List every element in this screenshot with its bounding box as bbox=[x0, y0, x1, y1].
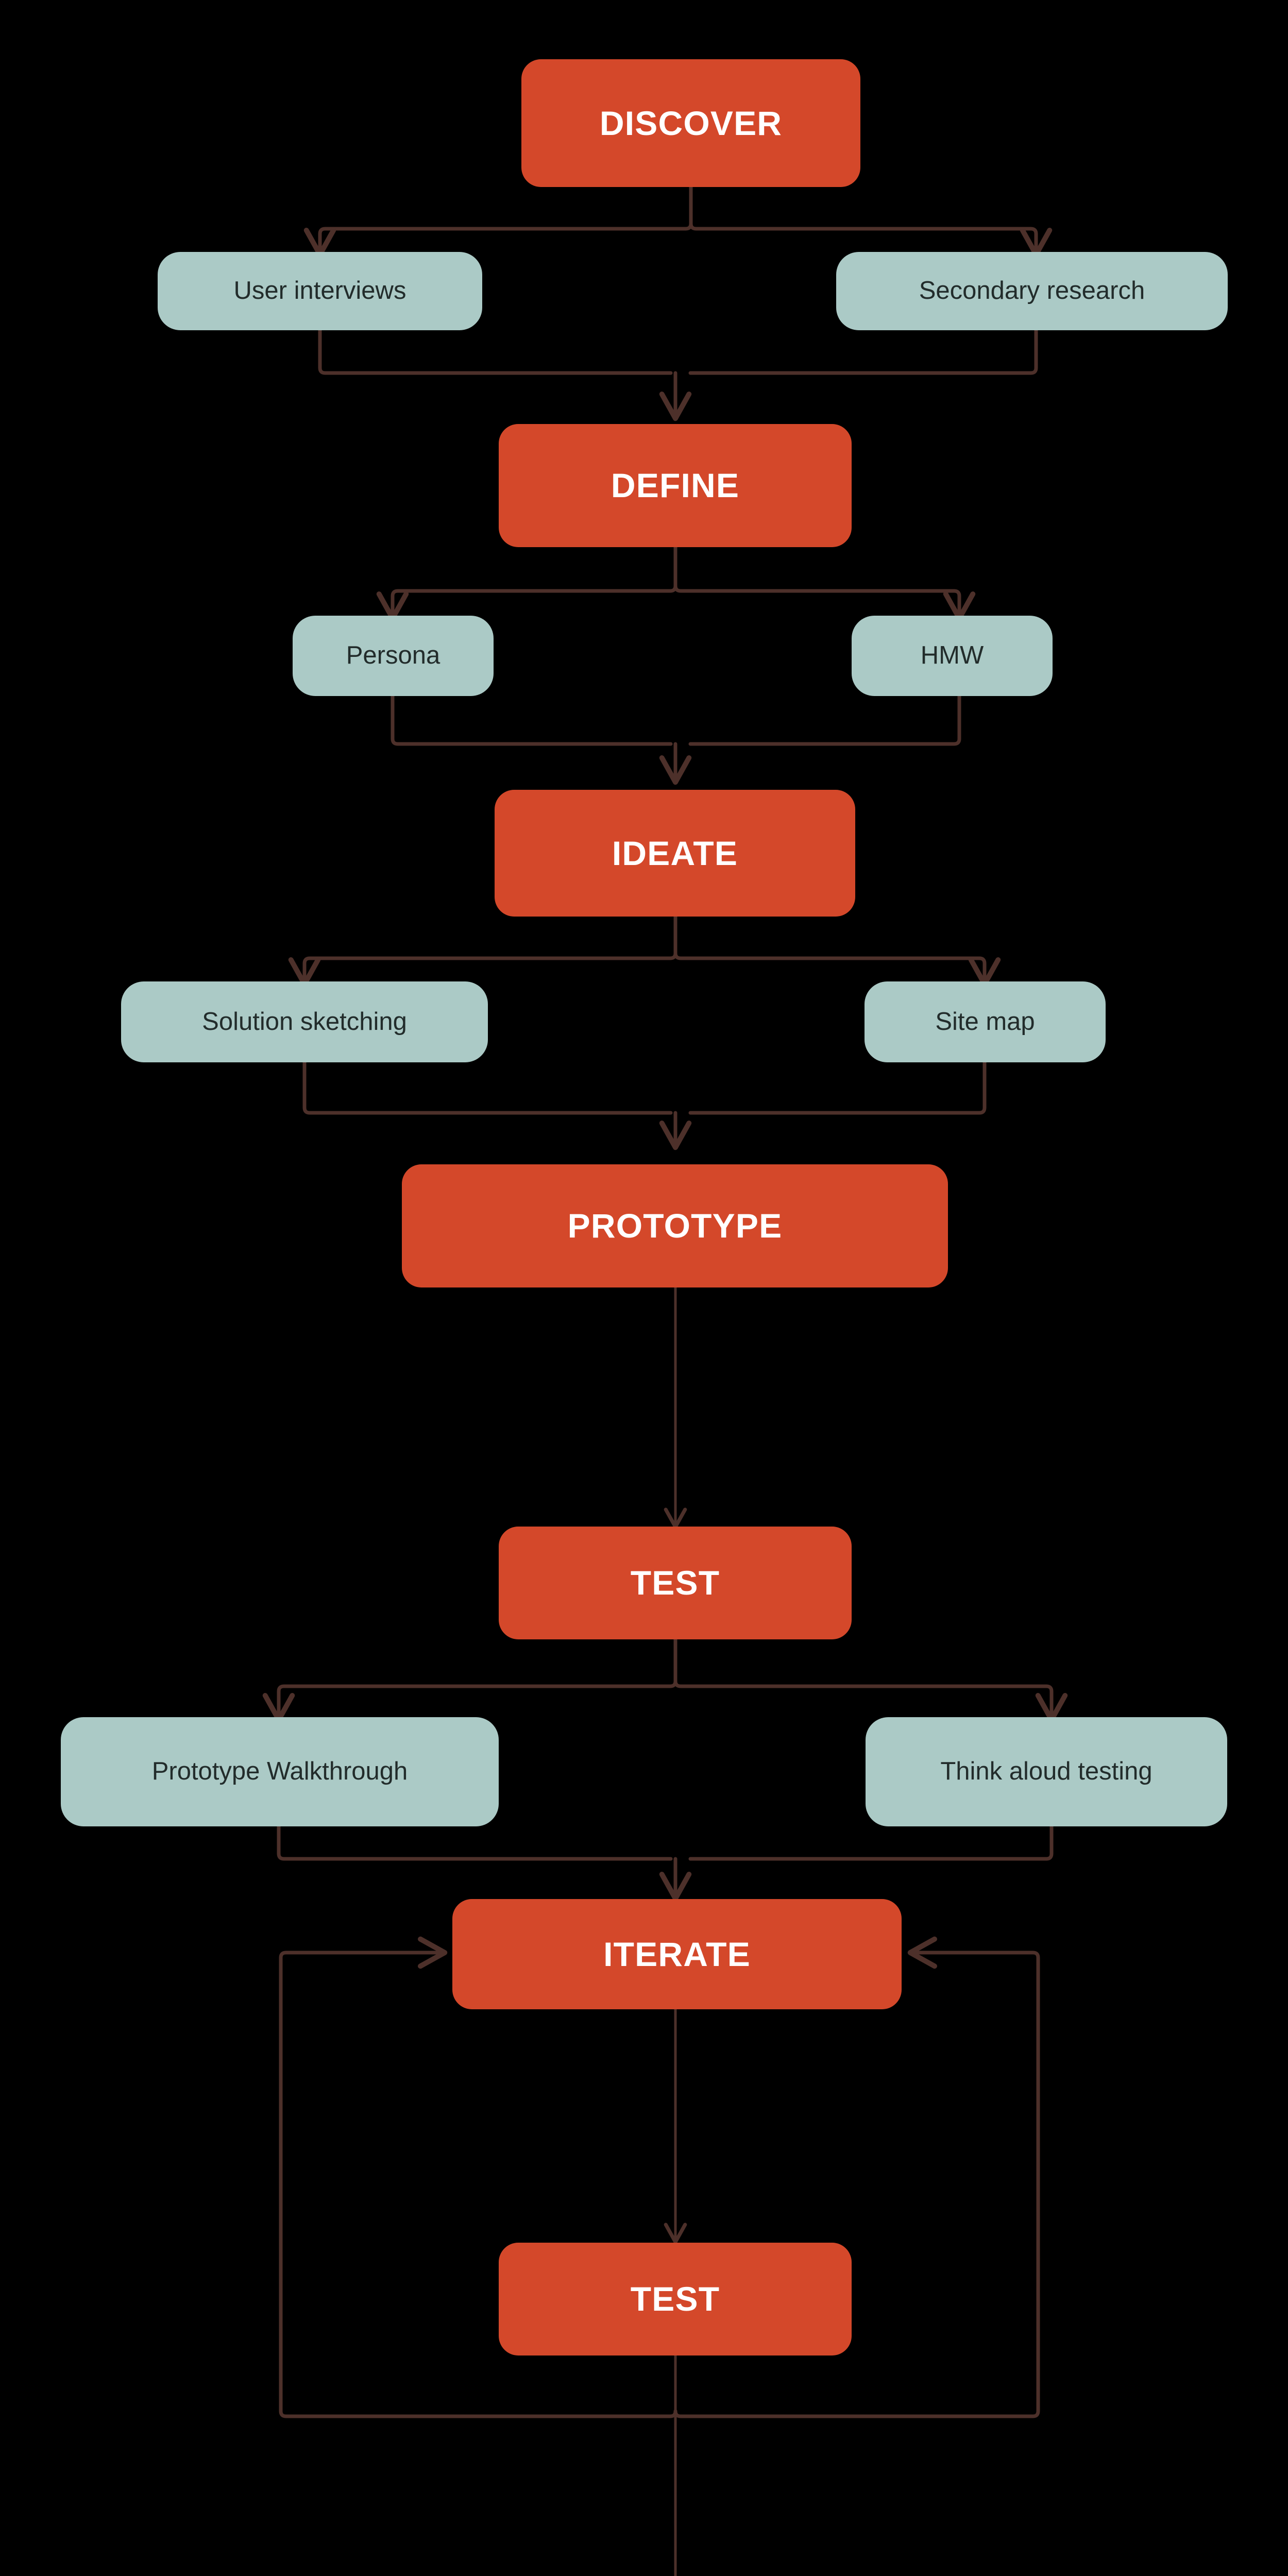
connector-ideate-to-site-map bbox=[673, 941, 1001, 987]
node-iterate[interactable]: ITERATE bbox=[452, 1899, 902, 2009]
node-test-1[interactable]: TEST bbox=[499, 1527, 852, 1639]
node-discover-label: DISCOVER bbox=[599, 104, 783, 142]
connector-think-aloud-testing-to-iterate bbox=[688, 1824, 1054, 1861]
node-solution-sketching[interactable]: Solution sketching bbox=[121, 981, 488, 1062]
node-define[interactable]: DEFINE bbox=[499, 424, 852, 547]
node-user-interviews[interactable]: User interviews bbox=[158, 252, 482, 330]
node-solution-sketching-label: Solution sketching bbox=[202, 1007, 407, 1036]
connector-user-interviews-to-define bbox=[318, 328, 673, 375]
connector-secondary-research-to-define bbox=[688, 328, 1038, 375]
node-secondary-research-label: Secondary research bbox=[919, 277, 1145, 305]
node-think-aloud-testing[interactable]: Think aloud testing bbox=[866, 1717, 1227, 1826]
connector-solution-sketching-to-prototype bbox=[302, 1060, 673, 1115]
connector-ideate-to-solution-sketching bbox=[288, 941, 677, 987]
node-hmw[interactable]: HMW bbox=[852, 616, 1053, 696]
node-prototype-walkthrough-label: Prototype Walkthrough bbox=[151, 1757, 408, 1786]
node-prototype-walkthrough[interactable]: Prototype Walkthrough bbox=[61, 1717, 499, 1826]
connector-site-map-to-prototype bbox=[688, 1060, 987, 1115]
node-secondary-research[interactable]: Secondary research bbox=[836, 252, 1228, 330]
connector-discover-to-user-interviews bbox=[303, 211, 693, 258]
node-test-2-label: TEST bbox=[630, 2280, 720, 2318]
node-define-label: DEFINE bbox=[611, 466, 740, 505]
node-prototype-label: PROTOTYPE bbox=[567, 1207, 783, 1245]
node-ideate-label: IDEATE bbox=[612, 834, 738, 872]
connector-define-to-persona bbox=[376, 573, 677, 621]
connector-persona-to-ideate bbox=[391, 694, 673, 746]
connector-test-to-prototype-walkthrough bbox=[262, 1669, 677, 1723]
node-think-aloud-testing-label: Think aloud testing bbox=[940, 1757, 1153, 1786]
node-discover[interactable]: DISCOVER bbox=[521, 59, 860, 187]
node-test-2[interactable]: TEST bbox=[499, 2243, 852, 2355]
node-site-map[interactable]: Site map bbox=[865, 981, 1106, 1062]
node-persona[interactable]: Persona bbox=[293, 616, 494, 696]
connector-hmw-to-ideate bbox=[688, 694, 961, 746]
node-ideate[interactable]: IDEATE bbox=[495, 790, 855, 917]
node-persona-label: Persona bbox=[346, 641, 440, 670]
connector-prototype-walkthrough-to-iterate bbox=[277, 1824, 673, 1861]
node-user-interviews-label: User interviews bbox=[233, 277, 406, 305]
connector-define-to-hmw bbox=[673, 573, 976, 621]
connector-test-to-think-aloud-testing bbox=[673, 1669, 1068, 1723]
node-site-map-label: Site map bbox=[935, 1007, 1035, 1036]
node-hmw-label: HMW bbox=[920, 641, 984, 670]
connector-discover-to-secondary-research bbox=[689, 211, 1053, 258]
node-iterate-label: ITERATE bbox=[603, 1935, 751, 1973]
node-test-1-label: TEST bbox=[630, 1564, 720, 1602]
node-prototype[interactable]: PROTOTYPE bbox=[402, 1164, 948, 1287]
